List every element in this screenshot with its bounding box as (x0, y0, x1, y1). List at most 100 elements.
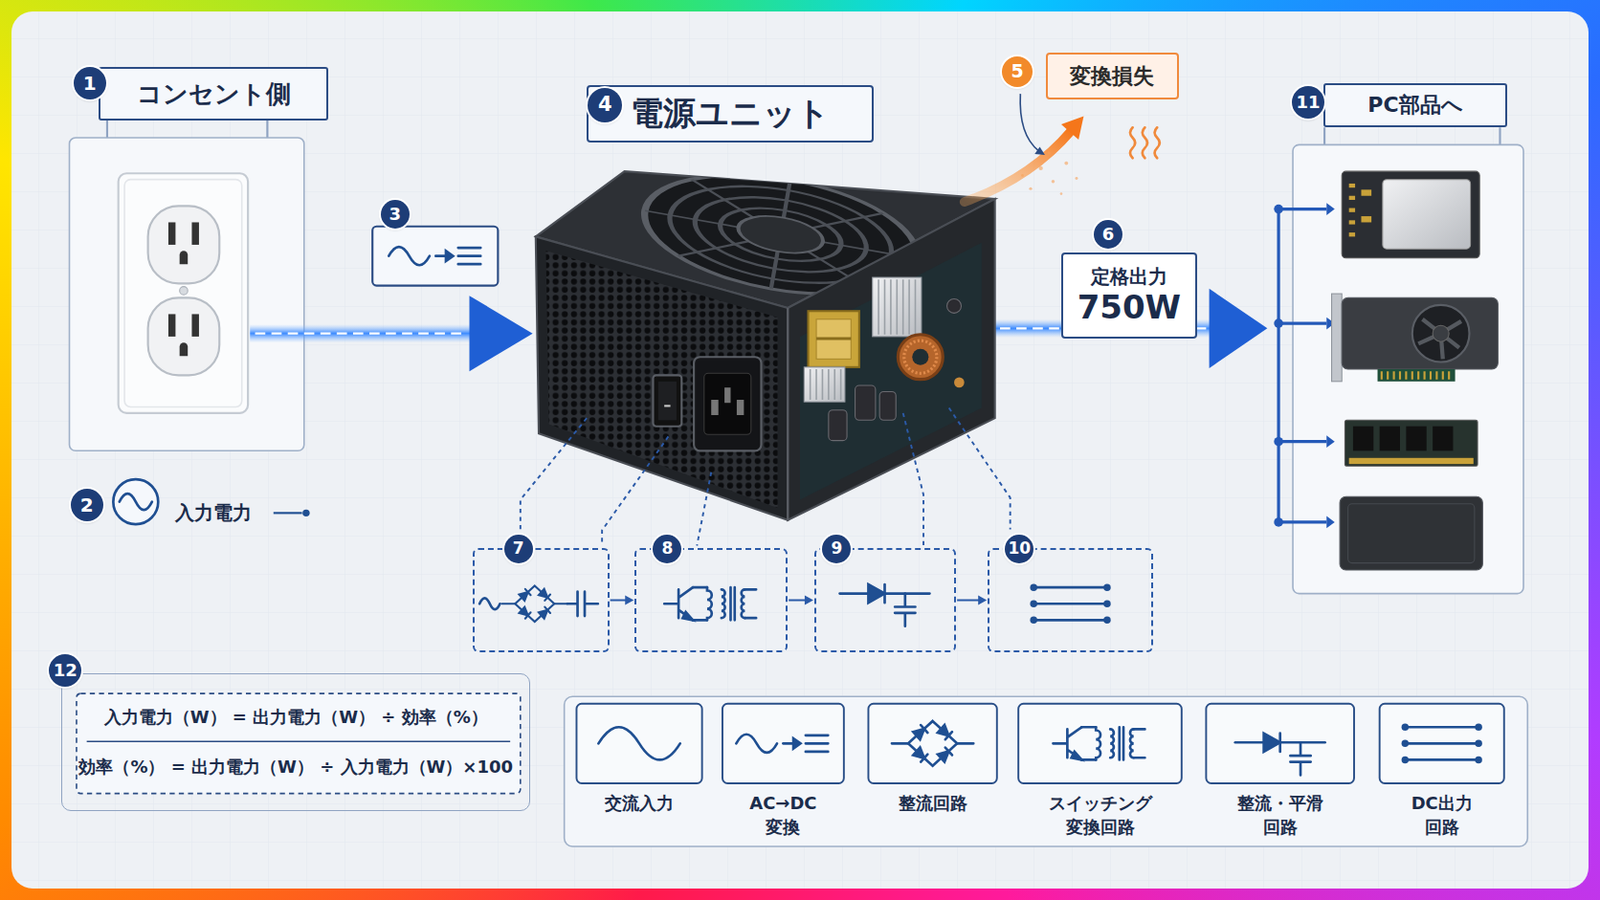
loss-arrow-part-part (1064, 161, 1068, 166)
callout-number: 10 (1004, 534, 1034, 564)
pc-parts-panel-part-part (1273, 318, 1284, 329)
pc-parts-panel-part (1292, 144, 1524, 594)
callout-number: 5 (1001, 56, 1033, 88)
pc-parts-panel-part (1324, 127, 1500, 145)
pc-parts-panel-part (1382, 179, 1471, 250)
legend-panel-part-part (1379, 704, 1505, 784)
ac-dc-box-part (388, 246, 481, 266)
psu-illustration-part (803, 367, 845, 402)
leader-lines-part (949, 408, 1011, 531)
pc-parts-panel-part-part (1360, 216, 1372, 223)
leader-lines-part (903, 413, 924, 547)
formula-inner-frame-part (76, 693, 521, 795)
callout-number: 8 (652, 534, 682, 564)
psu-illustration-part (808, 311, 860, 368)
output-arrow-part (1209, 288, 1268, 369)
pc-parts-panel-part (1278, 209, 1327, 523)
pc-parts-panel-part (1353, 426, 1454, 452)
pc-parts-panel-part (1339, 496, 1483, 571)
psu-illustration-part (800, 243, 982, 501)
grid-background (11, 11, 1589, 889)
psu-illustration-part (879, 391, 896, 421)
callout-number: 12 (48, 654, 82, 688)
legend-label: 整流・平滑 回路 (1232, 791, 1329, 840)
legend-panel-part-part (1205, 704, 1355, 784)
connector-line (956, 600, 979, 602)
legend-label: 交流入力 (604, 791, 674, 816)
input-arrow-part (249, 324, 477, 343)
box-text: 効率（%） = 出力電力（W） ÷ 入力電力（W）×100 (78, 756, 513, 778)
legend-label: 整流回路 (898, 791, 968, 816)
pc-parts-panel-part (1348, 504, 1475, 564)
outlet-panel-part (168, 313, 176, 336)
legend-panel-part-part (867, 704, 997, 784)
callout-number: 7 (504, 534, 534, 564)
loss-arrow-part-part (1021, 174, 1024, 178)
stage-icons-part (567, 591, 599, 617)
box-label: 定格出力 (1090, 265, 1168, 289)
pc-parts-panel-part (1341, 171, 1480, 259)
psu-illustration-part (904, 340, 937, 374)
pc-parts-panel-part-part (1379, 426, 1400, 452)
pc-parts-panel-part-part (1349, 232, 1356, 237)
psu-illustration-part-part-part (715, 200, 845, 270)
input-power-icon-part (112, 479, 158, 525)
outlet-panel-part (191, 313, 199, 336)
psu-illustration-part (736, 400, 744, 416)
legend-panel-part (891, 721, 974, 767)
connector-arrow (788, 596, 814, 606)
formula-inner-frame-part (87, 740, 512, 743)
outlet-panel-part (168, 222, 176, 245)
loss-arrow-part-part (1051, 179, 1055, 183)
legend-label: AC→DC 変換 (742, 791, 823, 840)
psu-illustration-part (704, 373, 752, 435)
legend-panel-part (735, 734, 828, 754)
leader-lines-part (520, 418, 587, 530)
stage-icons-part (1029, 583, 1111, 624)
pc-parts-panel-part (1277, 209, 1281, 523)
psu-illustration-part (724, 387, 731, 403)
pc-parts-panel-part-part (1349, 208, 1356, 213)
legend-label: DC出力 回路 (1405, 791, 1479, 840)
connector-line (788, 600, 806, 602)
pc-parts-panel-part (1273, 202, 1334, 529)
legend-panel-part (1401, 724, 1483, 765)
psu-illustration-part (786, 308, 789, 521)
arrow-head (977, 596, 987, 606)
psu-illustration (535, 156, 996, 521)
outlet-panel-part (179, 342, 189, 356)
loss-arrow-part (1130, 127, 1160, 158)
stage-box: 8 (634, 548, 788, 654)
pc-parts-panel-part-part (1326, 202, 1335, 216)
pc-parts-panel-part-part (1273, 204, 1284, 215)
psu-illustration-part (872, 277, 922, 337)
connector-line (610, 600, 627, 602)
input-power-icon-part (302, 510, 310, 517)
outlet-panel-part (118, 173, 248, 414)
psu-illustration-part (664, 404, 670, 407)
leader-lines-part (601, 436, 668, 546)
outlet-panel-part (148, 297, 221, 376)
pc-parts-panel-part (1377, 369, 1456, 382)
leader-lines (520, 408, 1011, 547)
legend-panel-part-part (722, 704, 845, 784)
part-label: 入力電力 (175, 501, 252, 525)
ac-dc-box-part (372, 226, 498, 287)
loss-arrow-part (1034, 147, 1045, 156)
outlet-panel-part (69, 137, 305, 451)
callout-number: 11 (1291, 86, 1325, 119)
pc-parts-panel-part-part (1273, 517, 1284, 528)
loss-arrow-part (1061, 116, 1084, 141)
outlet-panel-part (179, 287, 189, 296)
box-label: 入力電力（W） = 出力電力（W） ÷ 効率（%） (104, 707, 489, 729)
pc-parts-panel-part (1349, 183, 1372, 237)
legend-panel-part (576, 704, 1504, 784)
legend-panel (564, 696, 1529, 847)
loss-arrow-part-part (1060, 192, 1064, 196)
psu-illustration-part (947, 298, 962, 313)
legend-panel-part-part (1018, 704, 1182, 784)
pc-parts-panel-part (1381, 371, 1449, 380)
psu-illustration-part (897, 334, 943, 380)
pc-parts-panel-part (1344, 420, 1478, 467)
psu-illustration-part-part-part (735, 210, 826, 260)
